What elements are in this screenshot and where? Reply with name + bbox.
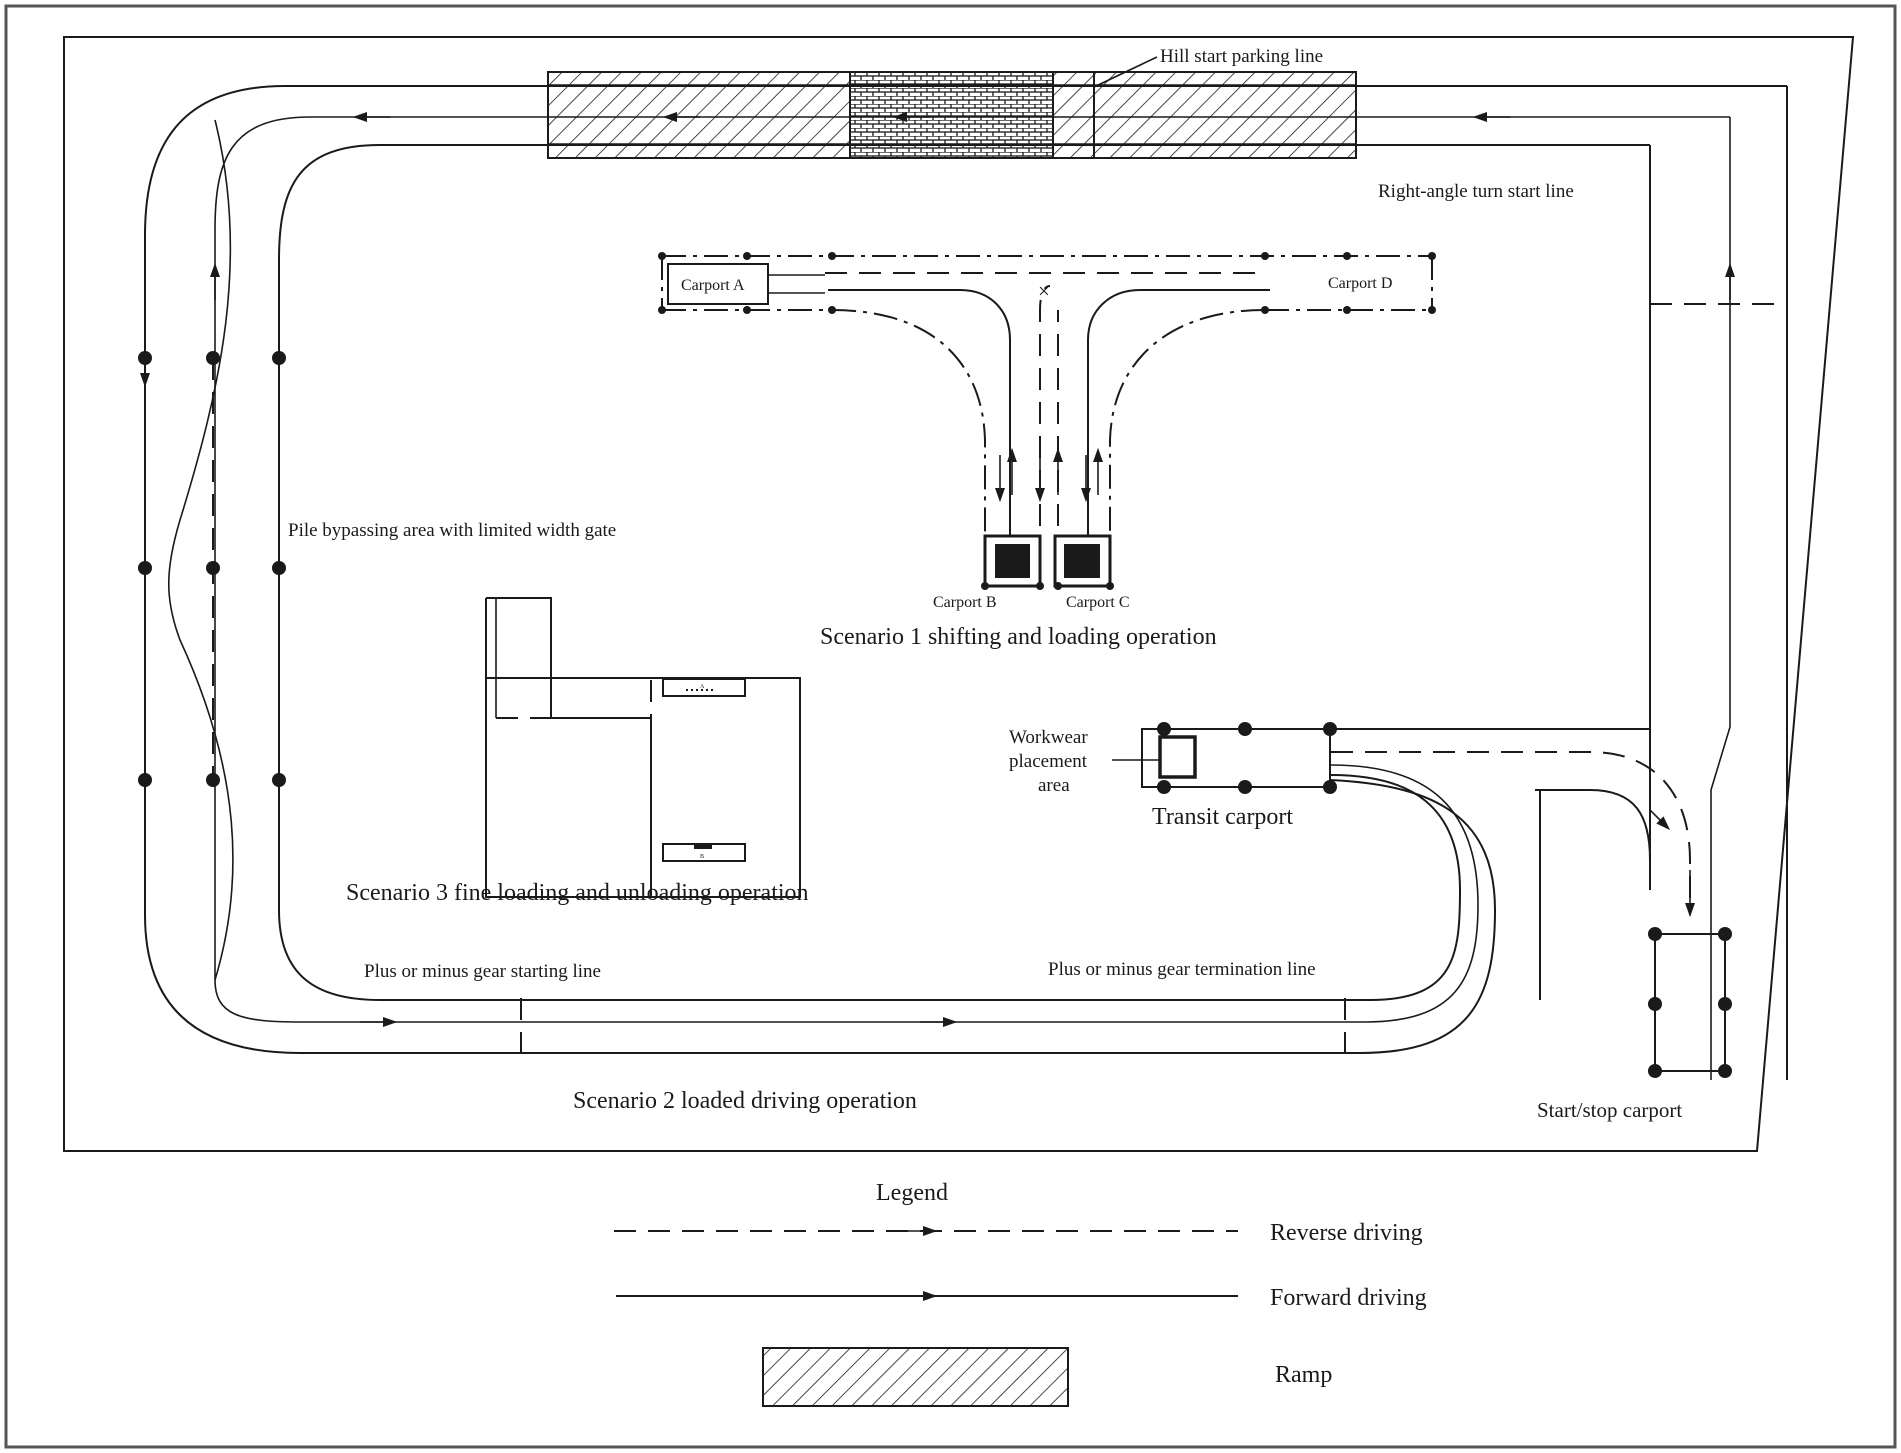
label-workwear-2: placement bbox=[1009, 751, 1088, 772]
legend-forward-label: Forward driving bbox=[1270, 1285, 1427, 1311]
label-pile-bypass: Pile bypassing area with limited width g… bbox=[288, 520, 616, 541]
label-carport-a: Carport A bbox=[681, 277, 745, 294]
label-scenario1: Scenario 1 shifting and loading operatio… bbox=[820, 624, 1217, 650]
legend-title: Legend bbox=[876, 1180, 948, 1206]
hill-start-leader bbox=[1093, 56, 1158, 88]
scenario3-mark-a: A bbox=[700, 684, 705, 690]
label-workwear-3: area bbox=[1038, 775, 1070, 796]
scenario3-mark-b: B bbox=[700, 854, 704, 860]
label-scenario2: Scenario 2 loaded driving operation bbox=[573, 1088, 917, 1114]
legend: Legend Reverse driving Forward driving R… bbox=[614, 1180, 1427, 1407]
transit-carport-layout bbox=[1112, 722, 1691, 1000]
scenario1-layout: × bbox=[658, 252, 1436, 590]
label-carport-c: Carport C bbox=[1066, 594, 1130, 611]
start-stop-carport-layout bbox=[1648, 870, 1732, 1078]
label-gear-start: Plus or minus gear starting line bbox=[364, 961, 601, 982]
road-outer-edge bbox=[144, 85, 1788, 1080]
label-right-angle: Right-angle turn start line bbox=[1378, 181, 1574, 202]
label-hill-start: Hill start parking line bbox=[1160, 46, 1323, 67]
legend-reverse-label: Reverse driving bbox=[1270, 1220, 1423, 1246]
label-gear-end: Plus or minus gear termination line bbox=[1048, 959, 1316, 980]
label-carport-d: Carport D bbox=[1328, 275, 1392, 292]
label-workwear-1: Workwear bbox=[1009, 727, 1088, 748]
outer-border bbox=[4, 4, 1897, 1449]
site-boundary bbox=[63, 36, 1855, 1152]
turn-cross-mark: × bbox=[1038, 279, 1050, 303]
label-transit: Transit carport bbox=[1152, 804, 1293, 830]
legend-ramp-swatch bbox=[762, 1347, 1069, 1407]
label-carport-b: Carport B bbox=[933, 594, 997, 611]
scenario3-layout: A B bbox=[485, 597, 801, 898]
label-scenario3: Scenario 3 fine loading and unloading op… bbox=[346, 880, 809, 906]
label-start-stop: Start/stop carport bbox=[1537, 1098, 1682, 1122]
legend-ramp-label: Ramp bbox=[1275, 1362, 1332, 1388]
pile-bypass-area bbox=[138, 119, 286, 981]
